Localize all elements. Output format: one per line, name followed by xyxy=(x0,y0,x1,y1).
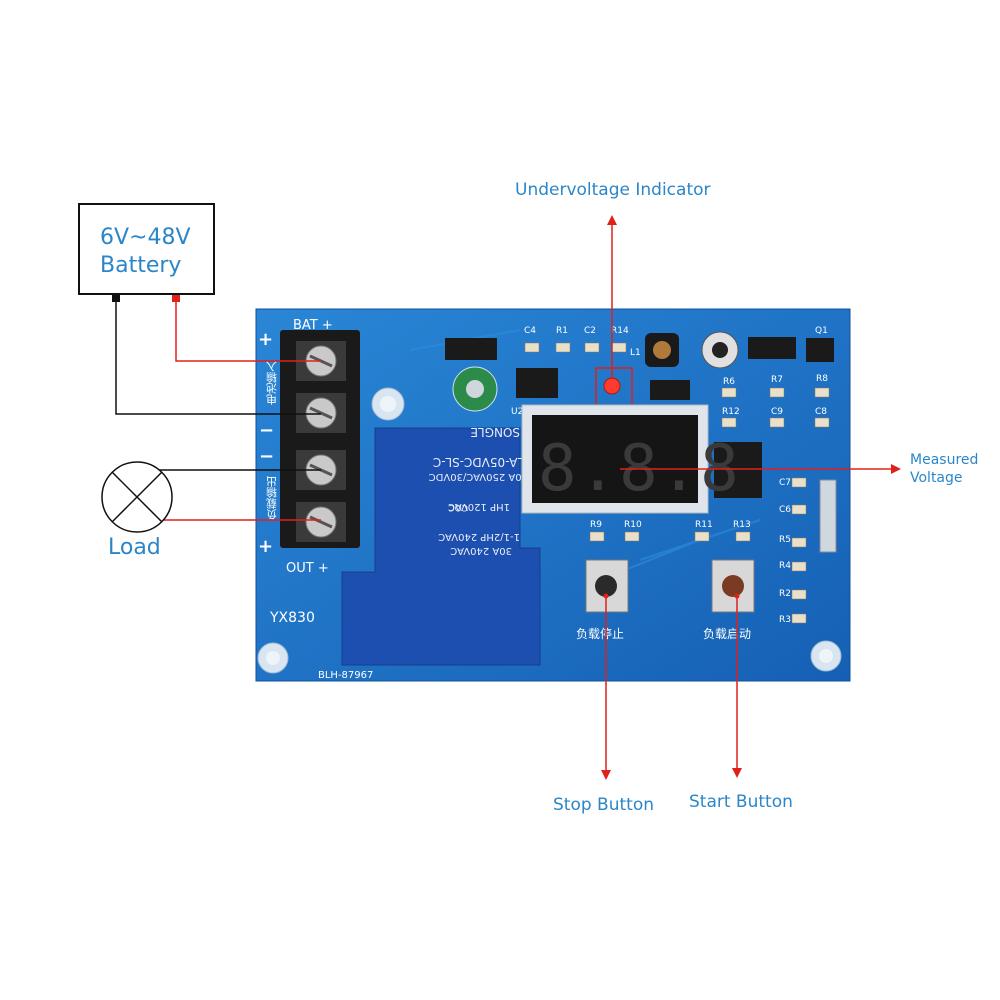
measured-voltage-label-1: Measured xyxy=(910,452,979,468)
component-label-c4: C4 xyxy=(524,326,536,336)
component-label-l1: L1 xyxy=(630,348,641,358)
load-label: Load xyxy=(108,535,161,560)
relay-text-2: 1-1/2HP 240VAC xyxy=(438,531,520,542)
component-label-r13: R13 xyxy=(733,520,751,530)
start-button-cn: 负载启动 xyxy=(703,627,751,641)
diode xyxy=(748,337,796,359)
diode xyxy=(650,380,690,400)
component-label-r7: R7 xyxy=(771,375,783,385)
screw-terminal-2 xyxy=(296,393,346,433)
plus-mark: + xyxy=(258,329,273,350)
relay-text-3: 1HP 120VAC xyxy=(448,501,510,512)
measured-voltage-label-2: Voltage xyxy=(910,470,963,486)
relay-text-1: 30A 240VAC xyxy=(450,545,512,556)
stop-button-cn: 负载停止 xyxy=(576,626,624,641)
relay-text-4: 30A 250VAC/30VDC xyxy=(429,471,528,482)
load-wires xyxy=(137,469,321,521)
microcontroller-chip xyxy=(714,442,762,498)
relay-text-5: SLA-05VDC-SL-C xyxy=(433,455,532,469)
load-output-cn: 负载输出 xyxy=(266,476,279,521)
component-label-r9: R9 xyxy=(590,520,602,530)
out-silkscreen: OUT + xyxy=(286,561,329,576)
ic-u2 xyxy=(516,368,558,398)
component-label-r8: R8 xyxy=(816,374,828,384)
stop-button-label: Stop Button xyxy=(553,795,654,815)
mounting-hole xyxy=(810,640,842,672)
transistor-q1 xyxy=(806,338,834,362)
seven-segment-display: 8.8.8 xyxy=(521,404,739,514)
relay-brand: SONGLE xyxy=(470,425,520,439)
bat-silkscreen: BAT + xyxy=(293,318,333,333)
component-label-c6: C6 xyxy=(779,505,791,515)
electrolytic-capacitor xyxy=(452,366,498,412)
smd-parts xyxy=(524,342,830,624)
electrolytic-capacitor xyxy=(701,331,739,369)
component-label-q1: Q1 xyxy=(815,326,828,336)
undervoltage-indicator-label: Undervoltage Indicator xyxy=(515,180,711,200)
mounting-hole xyxy=(371,387,405,421)
start-button-label: Start Button xyxy=(689,792,793,812)
relay-cqc: CQC xyxy=(448,502,468,512)
diode xyxy=(445,338,497,360)
component-label-r14: R14 xyxy=(611,326,629,336)
battery-voltage-range: 6V~48V xyxy=(100,225,191,250)
component-label-c9: C9 xyxy=(771,407,783,417)
component-label-r3: R3 xyxy=(779,615,791,625)
component-label-c8: C8 xyxy=(815,407,827,417)
component-label-u2: U2 xyxy=(511,407,523,417)
load-lamp-icon xyxy=(101,461,173,533)
battery-label: Battery xyxy=(100,253,182,278)
component-label-r6: R6 xyxy=(723,377,735,387)
minus-mark: − xyxy=(259,420,274,441)
plus-mark: + xyxy=(258,536,273,557)
undervoltage-led xyxy=(603,377,621,395)
component-label-r2: R2 xyxy=(779,589,791,599)
battery-input-cn: 电池输入 xyxy=(266,361,279,405)
screw-terminal-4 xyxy=(296,502,346,542)
component-label-c2: C2 xyxy=(584,326,596,336)
terminal-block xyxy=(280,330,360,548)
minus-mark: − xyxy=(259,446,274,467)
battery-box: 6V~48V Battery xyxy=(78,203,215,295)
pcb-board: + − − + 电池输入 负载输出 BAT + OUT + YX830 BLH-… xyxy=(255,308,851,682)
inductor xyxy=(645,333,679,367)
component-label-r1: R1 xyxy=(556,326,568,336)
model-silkscreen: YX830 xyxy=(269,610,315,626)
component-label-r12: R12 xyxy=(722,407,740,417)
component-label-r10: R10 xyxy=(624,520,642,530)
component-label-c7: C7 xyxy=(779,478,791,488)
stop-button[interactable] xyxy=(585,559,629,613)
component-label-r5: R5 xyxy=(779,535,791,545)
battery-negative-wire xyxy=(112,292,321,415)
component-label-r11: R11 xyxy=(695,520,713,530)
mounting-hole xyxy=(257,642,289,674)
serial-silkscreen: BLH-87967 xyxy=(318,670,373,681)
component-label-r4: R4 xyxy=(779,561,791,571)
relay: 30A 240VAC 1-1/2HP 240VAC 1HP 120VAC 30A… xyxy=(341,425,541,666)
battery-positive-wire xyxy=(172,292,321,362)
header-pins xyxy=(819,479,837,553)
start-button[interactable] xyxy=(711,559,755,613)
